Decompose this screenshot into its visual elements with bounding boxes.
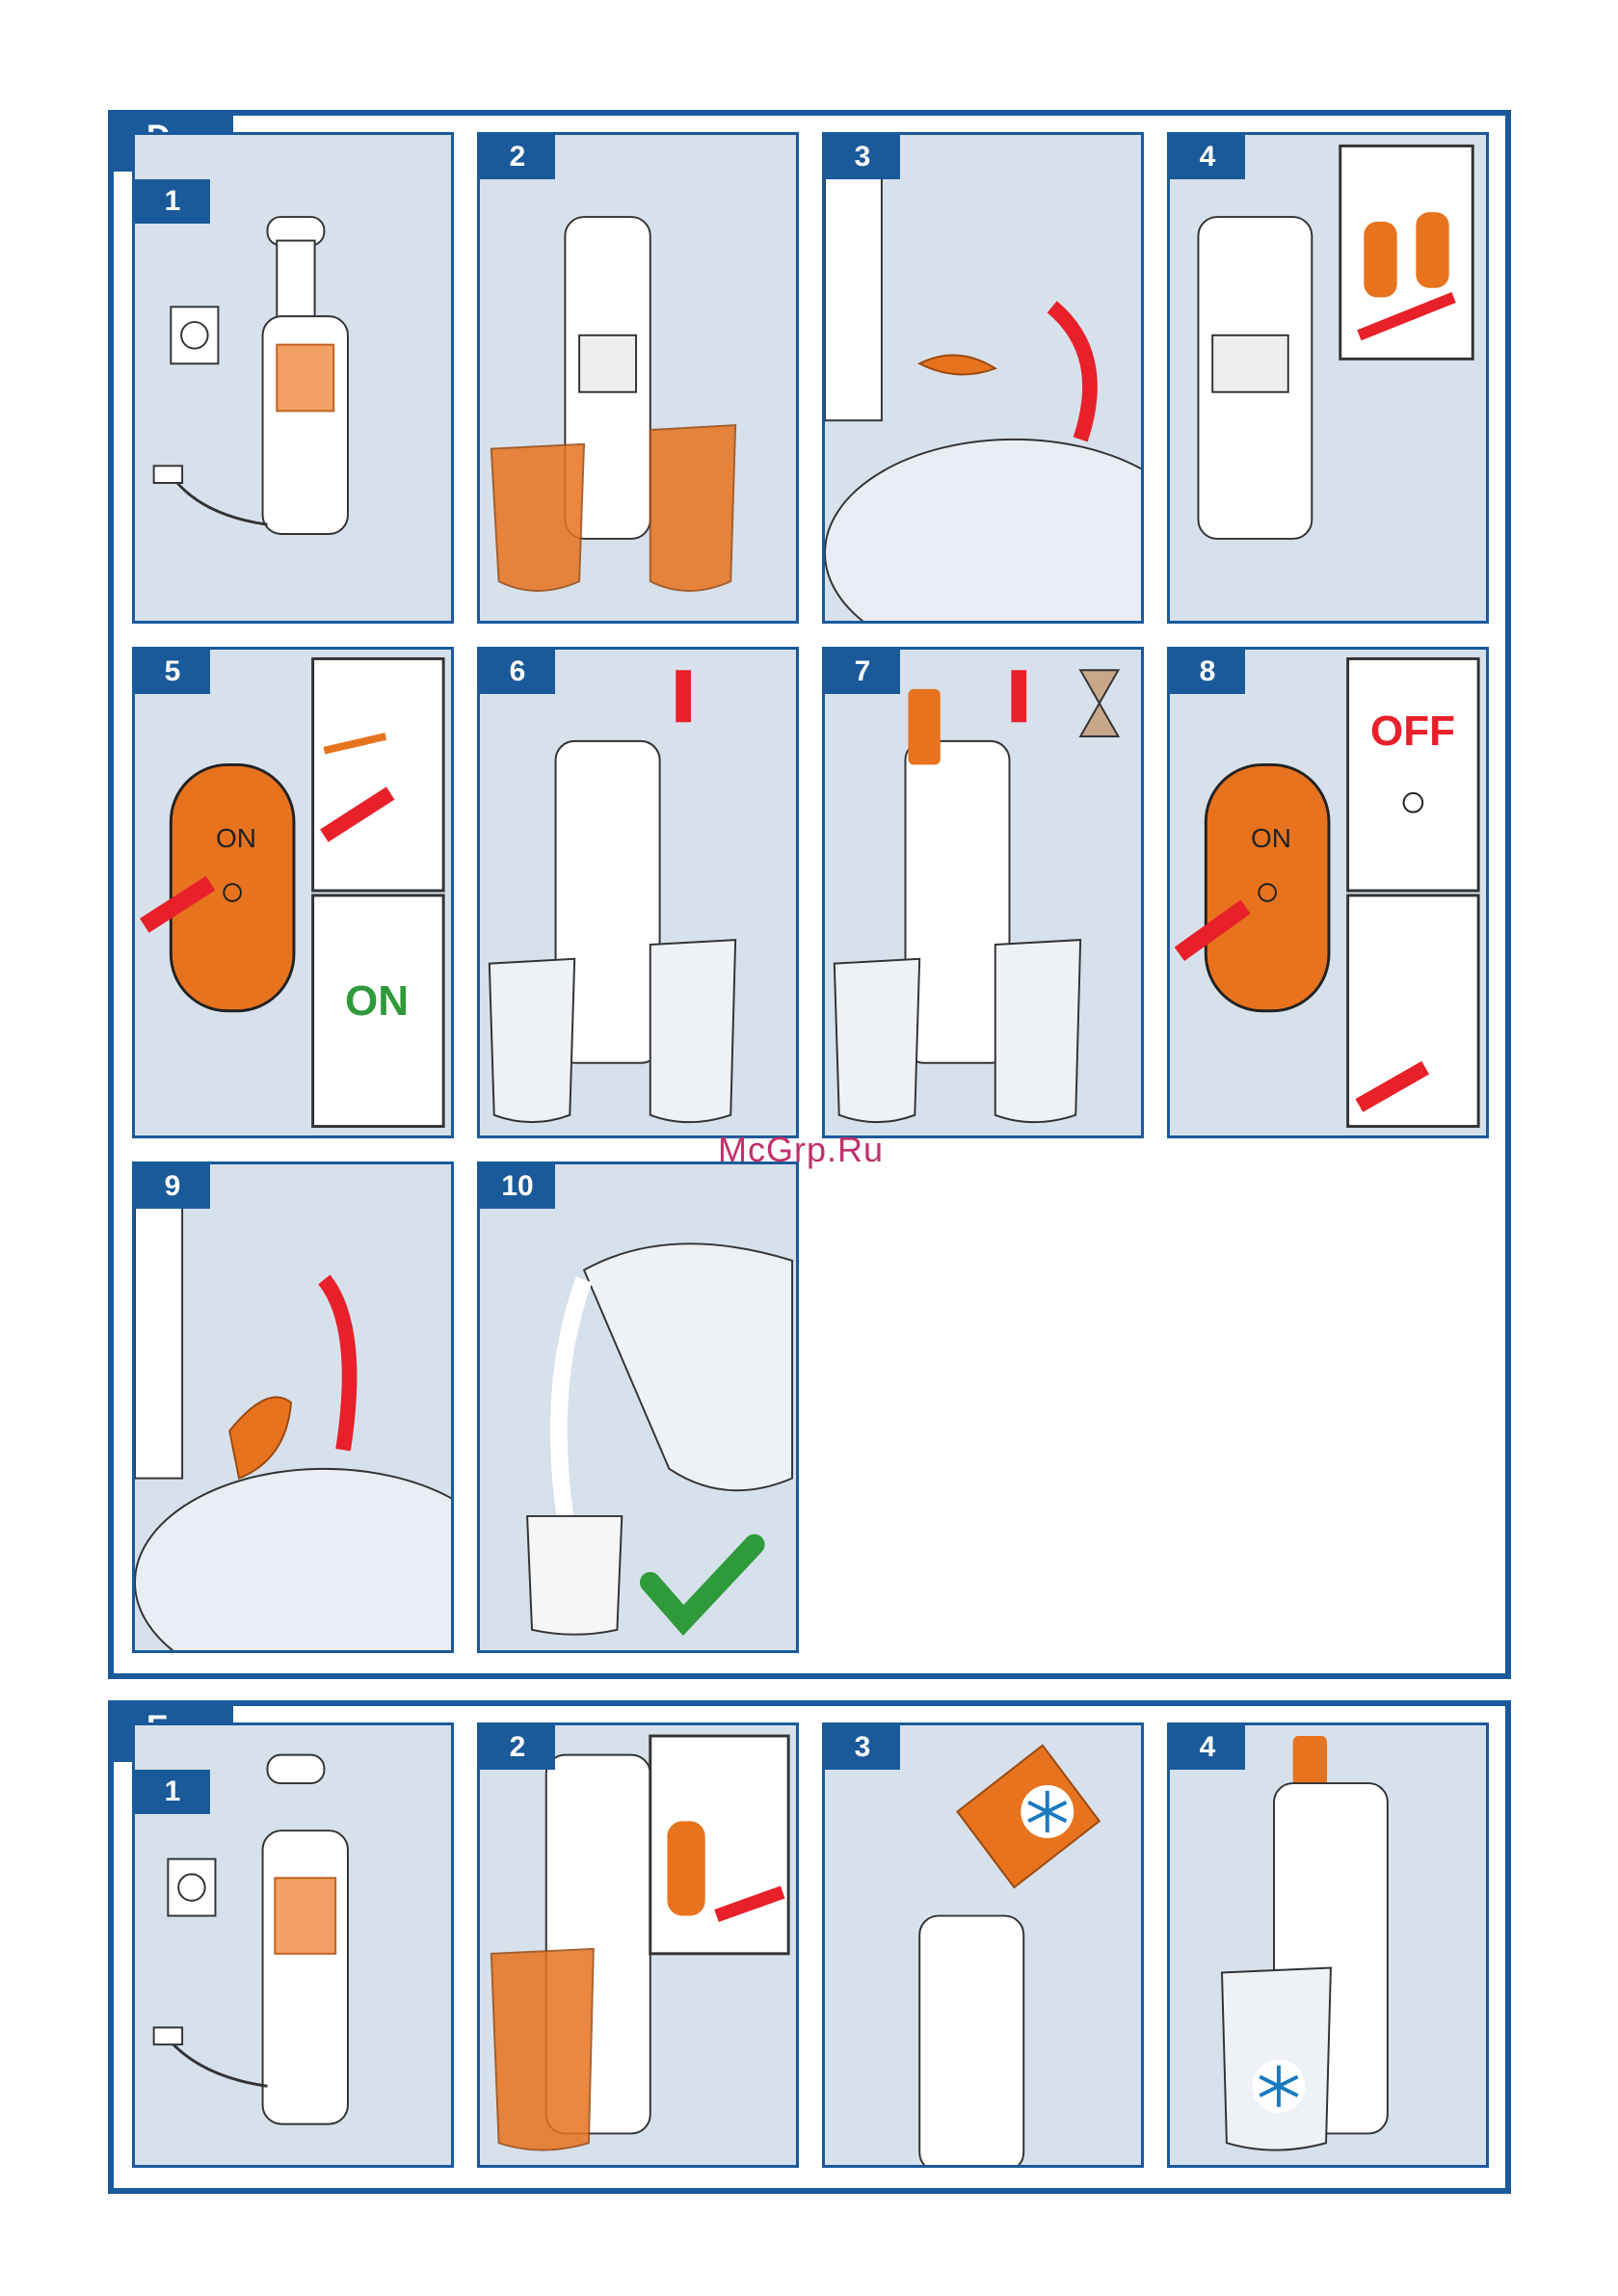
checkmark-icon	[650, 1544, 755, 1620]
panel-e1: 1	[132, 1722, 454, 2168]
step-number: 8	[1170, 650, 1245, 694]
panel-d10: 10	[477, 1161, 799, 1653]
panel-d5: 5 ON ON	[132, 647, 454, 1138]
panel-d2: 2	[477, 132, 799, 624]
power-plug-icon	[154, 466, 182, 483]
step-number: 2	[480, 1725, 555, 1770]
step-number: 5	[135, 650, 210, 694]
arrow-icon	[1052, 307, 1090, 439]
panel-d9: 9	[132, 1161, 454, 1653]
step-number: 6	[480, 650, 555, 694]
panel-d6: 6	[477, 647, 799, 1138]
step-number: 10	[480, 1164, 555, 1209]
snowflake-icon	[1252, 2060, 1305, 2113]
step-number: 3	[825, 1725, 900, 1770]
step-number: 9	[135, 1164, 210, 1209]
step-number: 1	[135, 1770, 210, 1814]
arrow-icon	[324, 1279, 349, 1450]
panel-d7: 7	[822, 647, 1144, 1138]
snowflake-icon	[1021, 1785, 1074, 1838]
switch-on-label: ON	[1251, 823, 1291, 854]
switch-on-label: ON	[216, 823, 256, 854]
power-switch	[1206, 764, 1329, 1010]
panel-d8: 8 ON OFF	[1167, 647, 1489, 1138]
step-number: 3	[825, 135, 900, 179]
power-plug-icon	[154, 2027, 182, 2044]
panel-d4: 4	[1167, 132, 1489, 624]
step-number: 1	[135, 179, 210, 224]
status-on-label: ON	[345, 977, 409, 1026]
step-number: 7	[825, 650, 900, 694]
step-number: 4	[1170, 135, 1245, 179]
watermark: McGrp.Ru	[718, 1130, 884, 1170]
panel-e3: 3	[822, 1722, 1144, 2168]
power-socket-icon	[168, 1859, 215, 1916]
panel-d1: 1	[132, 132, 454, 624]
step-number: 4	[1170, 1725, 1245, 1770]
hourglass-icon	[1080, 670, 1118, 736]
panel-d3: 3	[822, 132, 1144, 624]
step-number: 2	[480, 135, 555, 179]
panel-e2: 2	[477, 1722, 799, 2168]
power-socket-icon	[171, 307, 218, 363]
panel-e4: 4	[1167, 1722, 1489, 2168]
status-off-label: OFF	[1370, 707, 1455, 756]
